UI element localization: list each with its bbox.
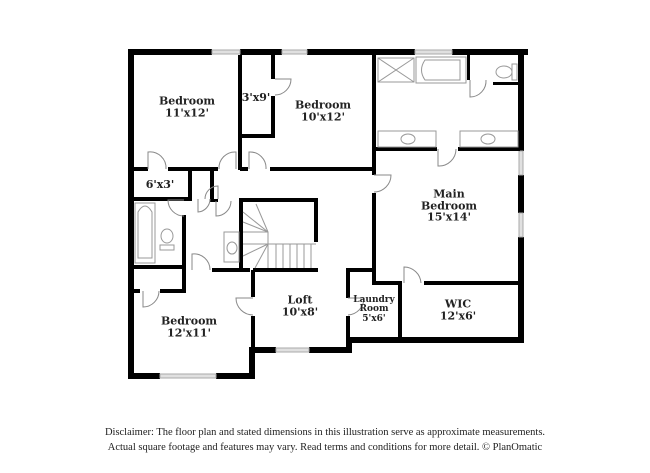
- room-label-wic: WIC 12'x6': [440, 298, 476, 321]
- room-dimensions: 10'x12': [301, 110, 345, 123]
- room-label-linen-closet: 6'x3': [146, 179, 175, 191]
- room-label-bedroom-sw: Bedroom 12'x11': [161, 315, 217, 338]
- toilet-icon: [160, 228, 174, 244]
- room-name: Room: [359, 304, 389, 315]
- room-name: WIC: [444, 297, 472, 311]
- room-name: Laundry: [353, 294, 395, 305]
- room-dimensions: 12'x11': [167, 326, 211, 339]
- room-dimensions: 15'x14': [427, 210, 471, 224]
- room-dimensions: 10'x8': [281, 305, 319, 318]
- room-label-loft: Loft 10'x8': [282, 294, 318, 317]
- interior-walls: [134, 55, 522, 376]
- room-label-main-bedroom: Main Bedroom 15'x14': [421, 189, 477, 224]
- room-dimensions: 11'x12': [165, 106, 209, 119]
- disclaimer: Disclaimer: The floor plan and stated di…: [0, 425, 650, 455]
- room-label-laundry: Laundry Room 5'x6': [353, 294, 395, 324]
- room-label-bedroom-n: Bedroom 10'x12': [295, 99, 351, 122]
- toilet-icon: [495, 65, 513, 79]
- room-dimensions: 5'x6': [362, 313, 386, 324]
- room-dimensions: 6'x3': [145, 178, 175, 192]
- room-dimensions: 12'x6': [439, 309, 477, 322]
- room-name: Loft: [287, 293, 313, 307]
- stairs-icon: [242, 203, 316, 269]
- room-label-closet-nw: 3'x9': [242, 92, 271, 104]
- disclaimer-line-1: Disclaimer: The floor plan and stated di…: [104, 427, 546, 438]
- door-swings: [142, 78, 487, 316]
- sink-icon: [223, 231, 240, 263]
- room-name: Bedroom: [294, 98, 352, 112]
- windows: [159, 49, 524, 379]
- room-name: Bedroom: [160, 314, 218, 328]
- bathtub-icon: [415, 56, 467, 84]
- shower-icon: [377, 57, 415, 83]
- room-name: Main: [433, 187, 465, 201]
- disclaimer-line-2: Actual square footage and features may v…: [107, 442, 543, 453]
- room-dimensions: 3'x9': [241, 91, 271, 105]
- fixtures: [134, 56, 519, 269]
- bathtub-icon: [134, 202, 156, 264]
- vanity-icon: [377, 130, 437, 148]
- room-name: Bedroom: [158, 94, 216, 108]
- floor-plan: Bedroom 11'x12' 3'x9' Bedroom 10'x12' 6'…: [128, 49, 528, 379]
- floor-plan-drawing: [128, 49, 528, 379]
- room-name: Bedroom: [420, 199, 478, 213]
- room-label-bedroom-nw: Bedroom 11'x12': [159, 95, 215, 118]
